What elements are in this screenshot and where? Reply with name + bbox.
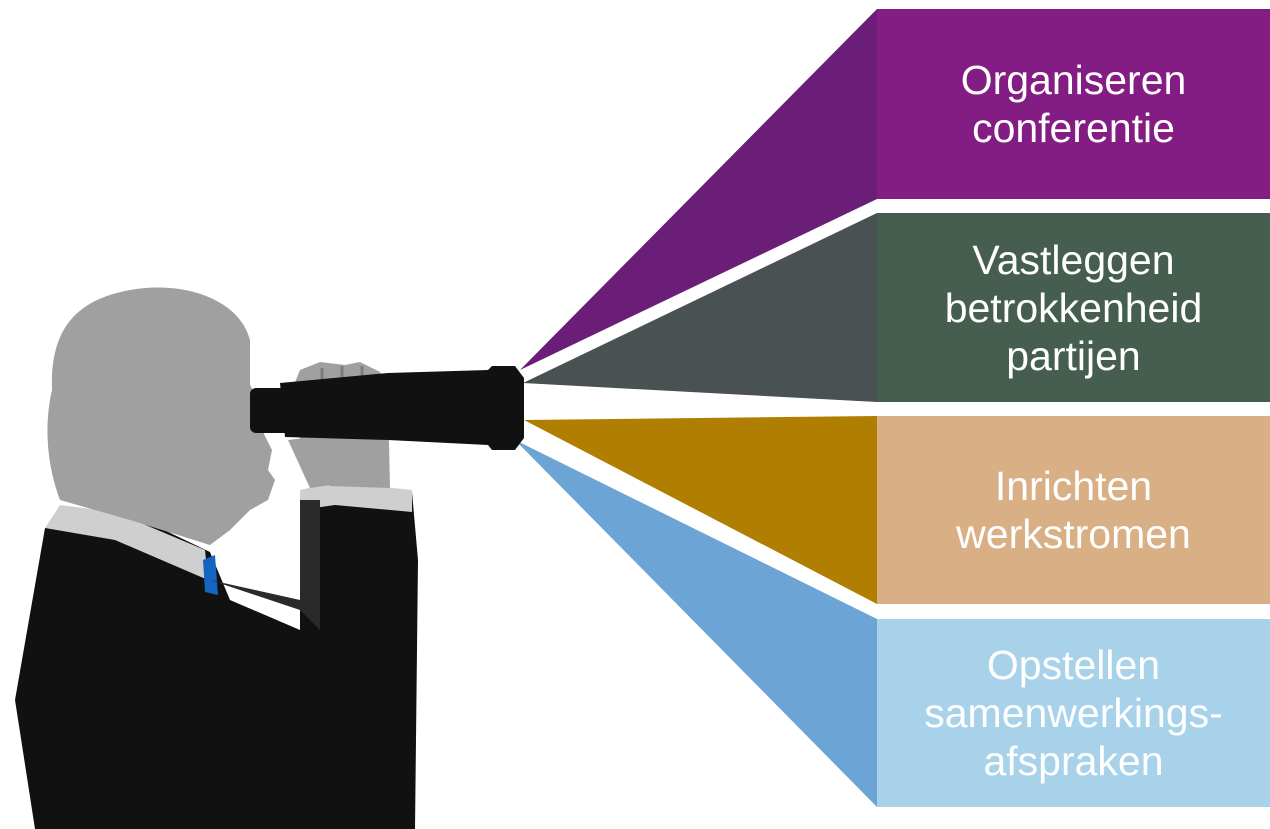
suit xyxy=(15,490,418,829)
arm-shadow xyxy=(210,500,320,630)
goal-box-organiseren-conferentie: Organiseren conferentie xyxy=(877,9,1270,199)
goal-label: Vastleggen betrokkenheid partijen xyxy=(944,236,1203,379)
goal-box-opstellen-afspraken: Opstellen samenwerkings- afspraken xyxy=(877,619,1270,807)
businessman-with-binoculars-icon xyxy=(15,287,524,829)
shirt-cuff xyxy=(300,482,412,512)
goal-label: Opstellen samenwerkings- afspraken xyxy=(924,642,1223,784)
binoculars-barrel xyxy=(280,366,524,450)
tie xyxy=(203,555,218,595)
goal-box-inrichten-werkstromen: Inrichten werkstromen xyxy=(877,416,1270,604)
goal-label: Organiseren conferentie xyxy=(960,57,1187,151)
beam-1 xyxy=(520,9,877,370)
beam-3 xyxy=(524,416,877,604)
shirt-collar xyxy=(45,505,208,580)
head xyxy=(47,287,275,545)
goal-box-vastleggen-betrokkenheid: Vastleggen betrokkenheid partijen xyxy=(877,213,1270,402)
thumb xyxy=(288,438,330,488)
goal-label: Inrichten werkstromen xyxy=(956,463,1191,557)
beam-4 xyxy=(515,440,877,807)
beam-2 xyxy=(523,213,877,402)
